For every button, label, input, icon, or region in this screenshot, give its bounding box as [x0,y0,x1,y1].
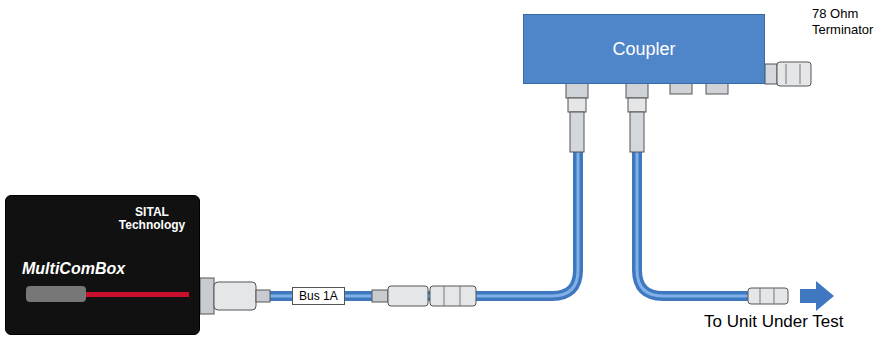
plug [570,112,584,152]
cable-highlight [637,100,752,296]
coupler-box: Coupler [523,14,765,84]
plug-detail [760,288,761,304]
plug-detail [460,286,461,306]
plug-detail [774,288,775,304]
terminator [777,62,811,86]
cable-tag: Bus 1A [292,287,345,305]
plug [748,288,788,304]
direction-arrow [800,281,834,311]
plug [430,286,476,306]
terminator-detail [786,64,787,84]
db-connector [214,282,256,310]
terminator [765,64,777,84]
plug [568,98,586,112]
cable [200,84,578,296]
terminator-detail [800,64,801,84]
coupler-port [566,82,588,98]
device-logo-plug [26,286,86,302]
coupler-port [626,82,648,98]
plug [630,112,644,152]
cable-boot [256,290,270,302]
part-label: 78 Ohm Terminator [812,6,886,39]
db-connector [200,278,214,314]
direction-label: To Unit Under Test [704,312,844,332]
device-box: SITAL TechnologyMultiComBox [5,195,200,335]
brand-logo: SITAL Technology [113,206,191,232]
cable-boot [372,290,388,302]
plug-detail [444,286,445,306]
device-name: MultiComBox [22,260,125,278]
coupler-label: Coupler [524,15,764,83]
plug [388,286,428,306]
plug [628,98,646,112]
cable-highlight [200,84,578,296]
cable [637,100,752,296]
